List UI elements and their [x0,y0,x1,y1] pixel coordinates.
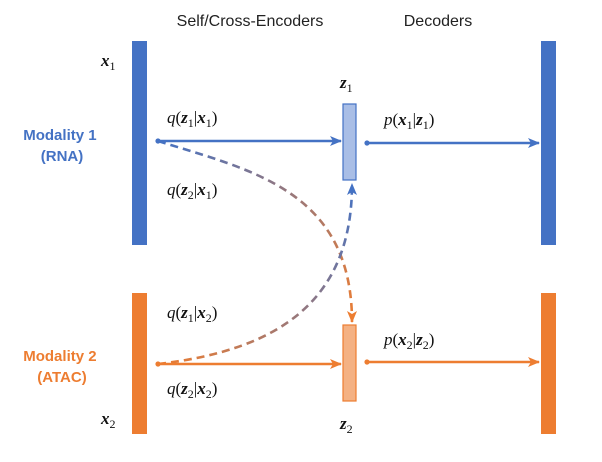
cross-encoder-x1-to-z2-arrow [157,139,357,323]
x2-variable-label: x2 [100,409,116,431]
q-z2-given-x2-label: q(z2|x2) [167,379,217,401]
x1-reconstruction-bar [541,41,556,245]
q-z1-given-x2-label: q(z1|x2) [167,303,217,325]
modality2-label: Modality 2 (ATAC) [23,348,101,386]
q-z2-given-x1-label: q(z2|x1) [167,180,217,202]
z1-latent-box [342,103,357,181]
z2-variable-label: z2 [339,414,353,436]
decoders-header: Decoders [404,13,472,30]
z1-variable-label: z1 [339,73,353,95]
x2-input-bar [132,293,147,434]
p-x1-given-z1-label: p(x1|z1) [383,110,434,132]
x2-reconstruction-bar [541,293,556,434]
modality1-label: Modality 1 (RNA) [23,127,101,165]
encoders-header: Self/Cross-Encoders [177,13,324,30]
z2-latent-box [342,324,357,402]
cross-encoder-x2-to-z1-arrow [157,183,357,366]
q-z1-given-x1-label: q(z1|x1) [167,108,217,130]
x1-input-bar [132,41,147,245]
x1-variable-label: x1 [100,51,116,73]
p-x2-given-z2-label: p(x2|z2) [383,330,434,352]
